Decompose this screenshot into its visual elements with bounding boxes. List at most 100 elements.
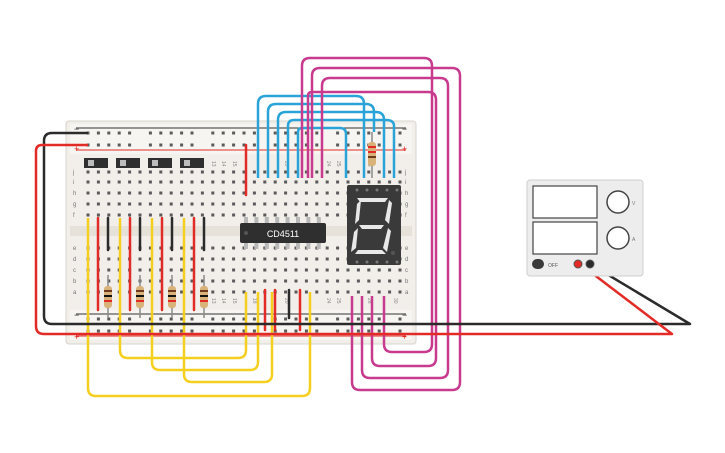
breadboard-hole[interactable] (211, 170, 215, 174)
breadboard-hole[interactable] (200, 180, 204, 184)
breadboard-hole[interactable] (252, 329, 256, 333)
breadboard-hole[interactable] (211, 202, 215, 206)
breadboard-hole[interactable] (377, 143, 381, 147)
resistor-4[interactable] (200, 275, 208, 318)
power-toggle[interactable] (532, 259, 544, 269)
breadboard-hole[interactable] (336, 213, 340, 217)
breadboard-hole[interactable] (169, 180, 173, 184)
breadboard-hole[interactable] (211, 180, 215, 184)
breadboard-hole[interactable] (148, 131, 152, 135)
breadboard-hole[interactable] (325, 279, 329, 283)
breadboard-hole[interactable] (242, 279, 246, 283)
breadboard-hole[interactable] (190, 257, 194, 261)
breadboard-hole[interactable] (263, 170, 267, 174)
breadboard-hole[interactable] (86, 202, 90, 206)
breadboard-hole[interactable] (263, 191, 267, 195)
breadboard-hole[interactable] (377, 279, 381, 283)
breadboard-hole[interactable] (377, 180, 381, 184)
breadboard-hole[interactable] (315, 170, 319, 174)
breadboard-hole[interactable] (336, 317, 340, 321)
breadboard-hole[interactable] (117, 170, 121, 174)
breadboard-hole[interactable] (263, 279, 267, 283)
breadboard-hole[interactable] (346, 317, 350, 321)
breadboard-hole[interactable] (356, 290, 360, 294)
breadboard-hole[interactable] (294, 170, 298, 174)
breadboard-hole[interactable] (294, 257, 298, 261)
breadboard-hole[interactable] (315, 279, 319, 283)
breadboard-hole[interactable] (107, 191, 111, 195)
breadboard-hole[interactable] (377, 317, 381, 321)
breadboard-hole[interactable] (325, 202, 329, 206)
breadboard-hole[interactable] (315, 191, 319, 195)
breadboard-hole[interactable] (315, 180, 319, 184)
breadboard-hole[interactable] (304, 290, 308, 294)
breadboard-hole[interactable] (294, 202, 298, 206)
breadboard-hole[interactable] (107, 268, 111, 272)
breadboard-hole[interactable] (398, 329, 402, 333)
breadboard-hole[interactable] (273, 257, 277, 261)
breadboard-hole[interactable] (128, 191, 132, 195)
breadboard-hole[interactable] (284, 268, 288, 272)
breadboard-hole[interactable] (107, 143, 111, 147)
breadboard-hole[interactable] (221, 268, 225, 272)
breadboard-hole[interactable] (315, 268, 319, 272)
breadboard-hole[interactable] (367, 170, 371, 174)
breadboard-hole[interactable] (232, 131, 236, 135)
breadboard-hole[interactable] (398, 170, 402, 174)
breadboard-hole[interactable] (336, 279, 340, 283)
breadboard-hole[interactable] (200, 257, 204, 261)
breadboard-hole[interactable] (336, 329, 340, 333)
breadboard-hole[interactable] (273, 279, 277, 283)
breadboard-hole[interactable] (356, 131, 360, 135)
breadboard-hole[interactable] (284, 131, 288, 135)
breadboard-hole[interactable] (148, 202, 152, 206)
breadboard-hole[interactable] (232, 180, 236, 184)
breadboard-hole[interactable] (242, 268, 246, 272)
breadboard-hole[interactable] (356, 329, 360, 333)
breadboard-hole[interactable] (284, 180, 288, 184)
switch-4[interactable] (180, 158, 204, 168)
breadboard-hole[interactable] (148, 279, 152, 283)
breadboard-hole[interactable] (200, 213, 204, 217)
breadboard-hole[interactable] (294, 268, 298, 272)
switch-3[interactable] (148, 158, 172, 168)
breadboard-hole[interactable] (273, 268, 277, 272)
breadboard-hole[interactable] (367, 268, 371, 272)
breadboard-hole[interactable] (107, 202, 111, 206)
breadboard-hole[interactable] (117, 191, 121, 195)
breadboard-hole[interactable] (232, 170, 236, 174)
breadboard-hole[interactable] (346, 279, 350, 283)
breadboard-hole[interactable] (211, 191, 215, 195)
breadboard-hole[interactable] (252, 170, 256, 174)
breadboard-hole[interactable] (273, 170, 277, 174)
breadboard-hole[interactable] (180, 131, 184, 135)
breadboard-hole[interactable] (128, 317, 132, 321)
breadboard-hole[interactable] (107, 317, 111, 321)
breadboard-hole[interactable] (304, 170, 308, 174)
breadboard-hole[interactable] (242, 257, 246, 261)
breadboard-hole[interactable] (398, 143, 402, 147)
breadboard-hole[interactable] (294, 290, 298, 294)
dip-switches[interactable] (84, 158, 204, 168)
breadboard-hole[interactable] (159, 170, 163, 174)
breadboard-hole[interactable] (367, 290, 371, 294)
breadboard-hole[interactable] (180, 257, 184, 261)
breadboard-hole[interactable] (138, 257, 142, 261)
breadboard-hole[interactable] (190, 246, 194, 250)
breadboard-hole[interactable] (96, 317, 100, 321)
breadboard-hole[interactable] (86, 180, 90, 184)
breadboard-hole[interactable] (304, 279, 308, 283)
resistor-3[interactable] (168, 275, 176, 318)
breadboard-hole[interactable] (232, 191, 236, 195)
breadboard-hole[interactable] (221, 202, 225, 206)
breadboard-hole[interactable] (221, 191, 225, 195)
breadboard-hole[interactable] (169, 202, 173, 206)
breadboard-hole[interactable] (211, 329, 215, 333)
breadboard-hole[interactable] (336, 257, 340, 261)
breadboard-hole[interactable] (356, 317, 360, 321)
breadboard-hole[interactable] (169, 143, 173, 147)
breadboard-hole[interactable] (325, 290, 329, 294)
breadboard-hole[interactable] (169, 279, 173, 283)
breadboard-hole[interactable] (180, 191, 184, 195)
breadboard-hole[interactable] (148, 268, 152, 272)
